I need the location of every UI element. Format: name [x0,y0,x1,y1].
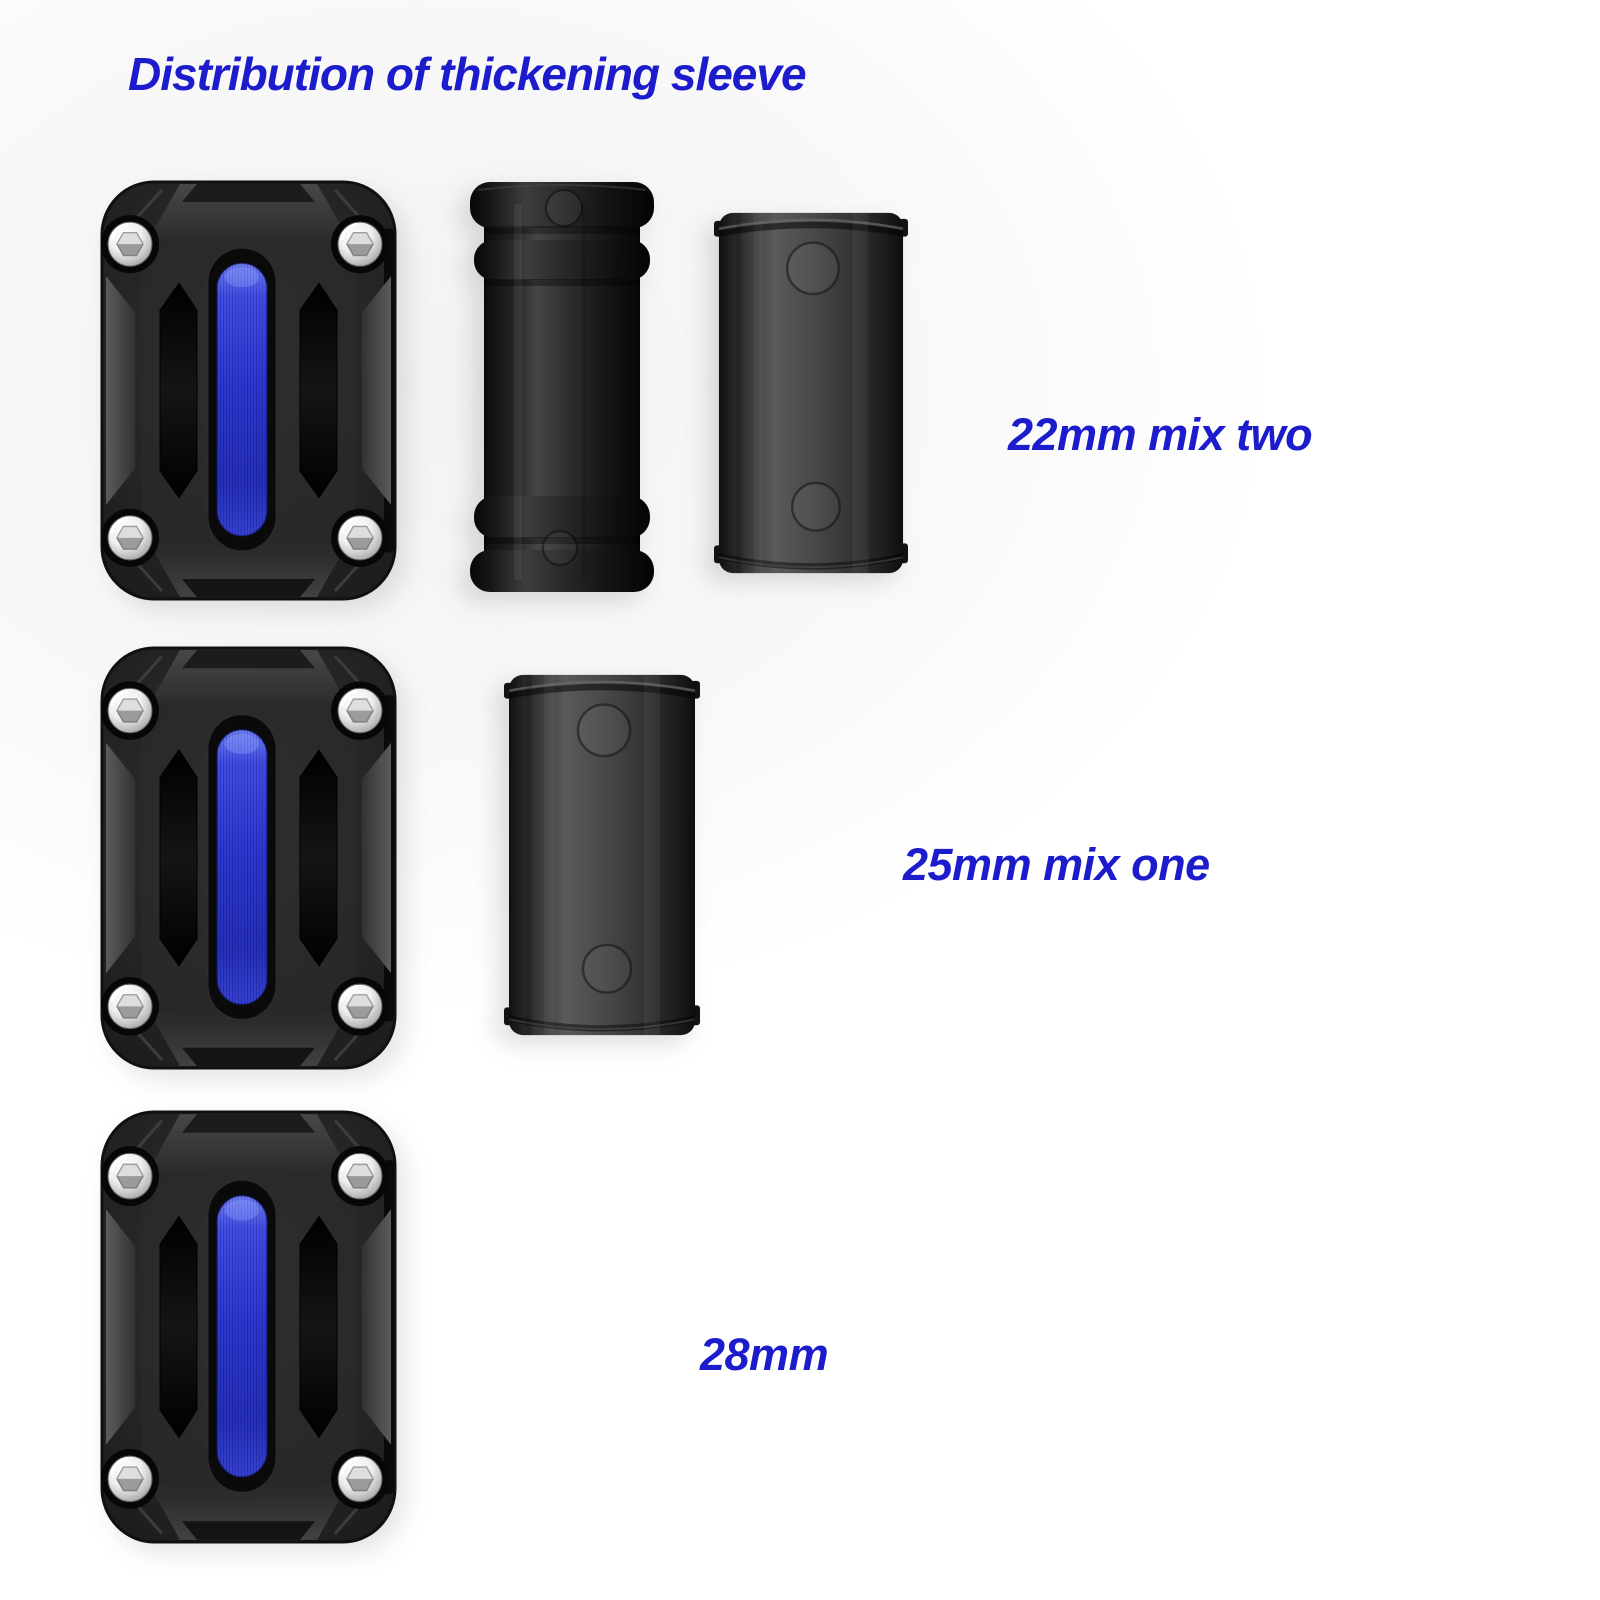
plain-sleeve-figure-22mm [714,205,908,581]
guard-block-figure-22mm [100,180,397,601]
plain-sleeve-figure-25mm [504,667,700,1043]
page-title: Distribution of thickening sleeve [128,48,807,100]
guard-block-figure-28mm [100,1110,397,1544]
label-25mm-mix-one: 25mm mix one [903,839,1210,890]
guard-block-figure-25mm [100,646,397,1070]
label-22mm-mix-two: 22mm mix two [1008,409,1313,460]
ribbed-sleeve-figure-22mm [462,176,662,596]
label-28mm: 28mm [700,1329,829,1380]
